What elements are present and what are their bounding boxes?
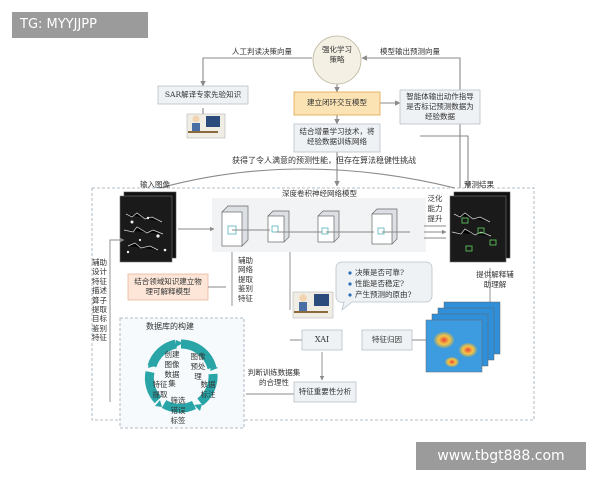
aux-network-label: 辅助网络提取鉴别特征: [238, 256, 253, 303]
cnn-arrows: [178, 225, 447, 239]
domain-knowledge-box: [127, 273, 209, 301]
cycle-step-dataset: 创建图像数据集: [164, 350, 180, 389]
question-3: 产生预测的原由?: [355, 290, 412, 299]
importance-label: 特征重要性分析: [298, 387, 352, 396]
rationality-label: 判断训练数据集的合理性: [247, 368, 301, 387]
incremental-label: 结合增量学习技术，将经验数据训练网络: [299, 127, 375, 146]
database-title: 数据库的构建: [146, 322, 194, 331]
model-output-label: 模型输出预测向量: [380, 47, 440, 56]
prediction-result-image: [449, 191, 511, 263]
database-cycle-arrowheads: [148, 340, 218, 411]
cycle-step-feature: 特征提取: [152, 380, 168, 399]
rl-strategy-node: [312, 35, 362, 85]
xai-label: XAI: [314, 335, 330, 344]
xai-box: [301, 329, 343, 351]
prediction-label: 预测结果: [464, 180, 494, 189]
sar-expert-box: [157, 85, 249, 105]
cycle-step-preprocess: 图像预处理: [190, 352, 206, 381]
attribution-label: 特征归因: [372, 335, 402, 344]
cnn-layers: [221, 205, 398, 247]
database-cycle: [144, 339, 218, 413]
watermark-top-left: TG: MYYJJPP: [12, 12, 148, 38]
guide-label: 智能体输出动作指导是否标记预测数据为经验数据: [406, 92, 474, 121]
generalization-label: 泛化能力提升: [427, 194, 443, 223]
expert-workstation-icon: [186, 113, 226, 139]
question-1: 决策是否可靠?: [355, 268, 405, 277]
sar-expert-label: SAR解译专家先验知识: [164, 90, 242, 99]
rl-strategy-label: 强化学习策略: [322, 45, 352, 64]
closed-loop-label: 建立闭环交互模型: [307, 98, 367, 107]
question-2: 性能是否稳定?: [355, 279, 405, 288]
attribution-box: [361, 329, 413, 351]
challenge-label: 获得了令人满意的预测性能，但存在算法稳健性挑战: [232, 156, 416, 165]
attribution-heatmaps: [425, 301, 501, 373]
closed-loop-box: [293, 91, 381, 116]
input-sar-image: [119, 191, 177, 263]
analyst-workstation-icon: [292, 291, 334, 319]
input-image-label: 输入图像: [140, 180, 170, 189]
explain-label: 提供解释辅助理解: [476, 270, 514, 289]
question-bullets: [348, 271, 352, 297]
diagram-frame: [91, 187, 535, 421]
cycle-step-filter: 筛选错误标签: [170, 396, 186, 425]
aux-left-label: 辅助设计特征描述算子提取目标鉴别特征: [92, 258, 107, 342]
guide-box: [399, 89, 481, 125]
incremental-box: [293, 123, 381, 153]
cycle-step-annotate: 数据标注: [200, 380, 216, 399]
domain-knowledge-label: 结合领域知识建立物理可解释模型: [134, 277, 202, 296]
question-bubble: [335, 261, 433, 312]
watermark-bottom-right: www.tbgt888.com: [416, 442, 586, 470]
importance-box: [293, 381, 357, 403]
cnn-model-label: 深度卷积神经网络模型: [282, 189, 357, 198]
feedback-arrows: [159, 55, 471, 189]
human-policy-label: 人工判读决策向量: [232, 47, 292, 56]
